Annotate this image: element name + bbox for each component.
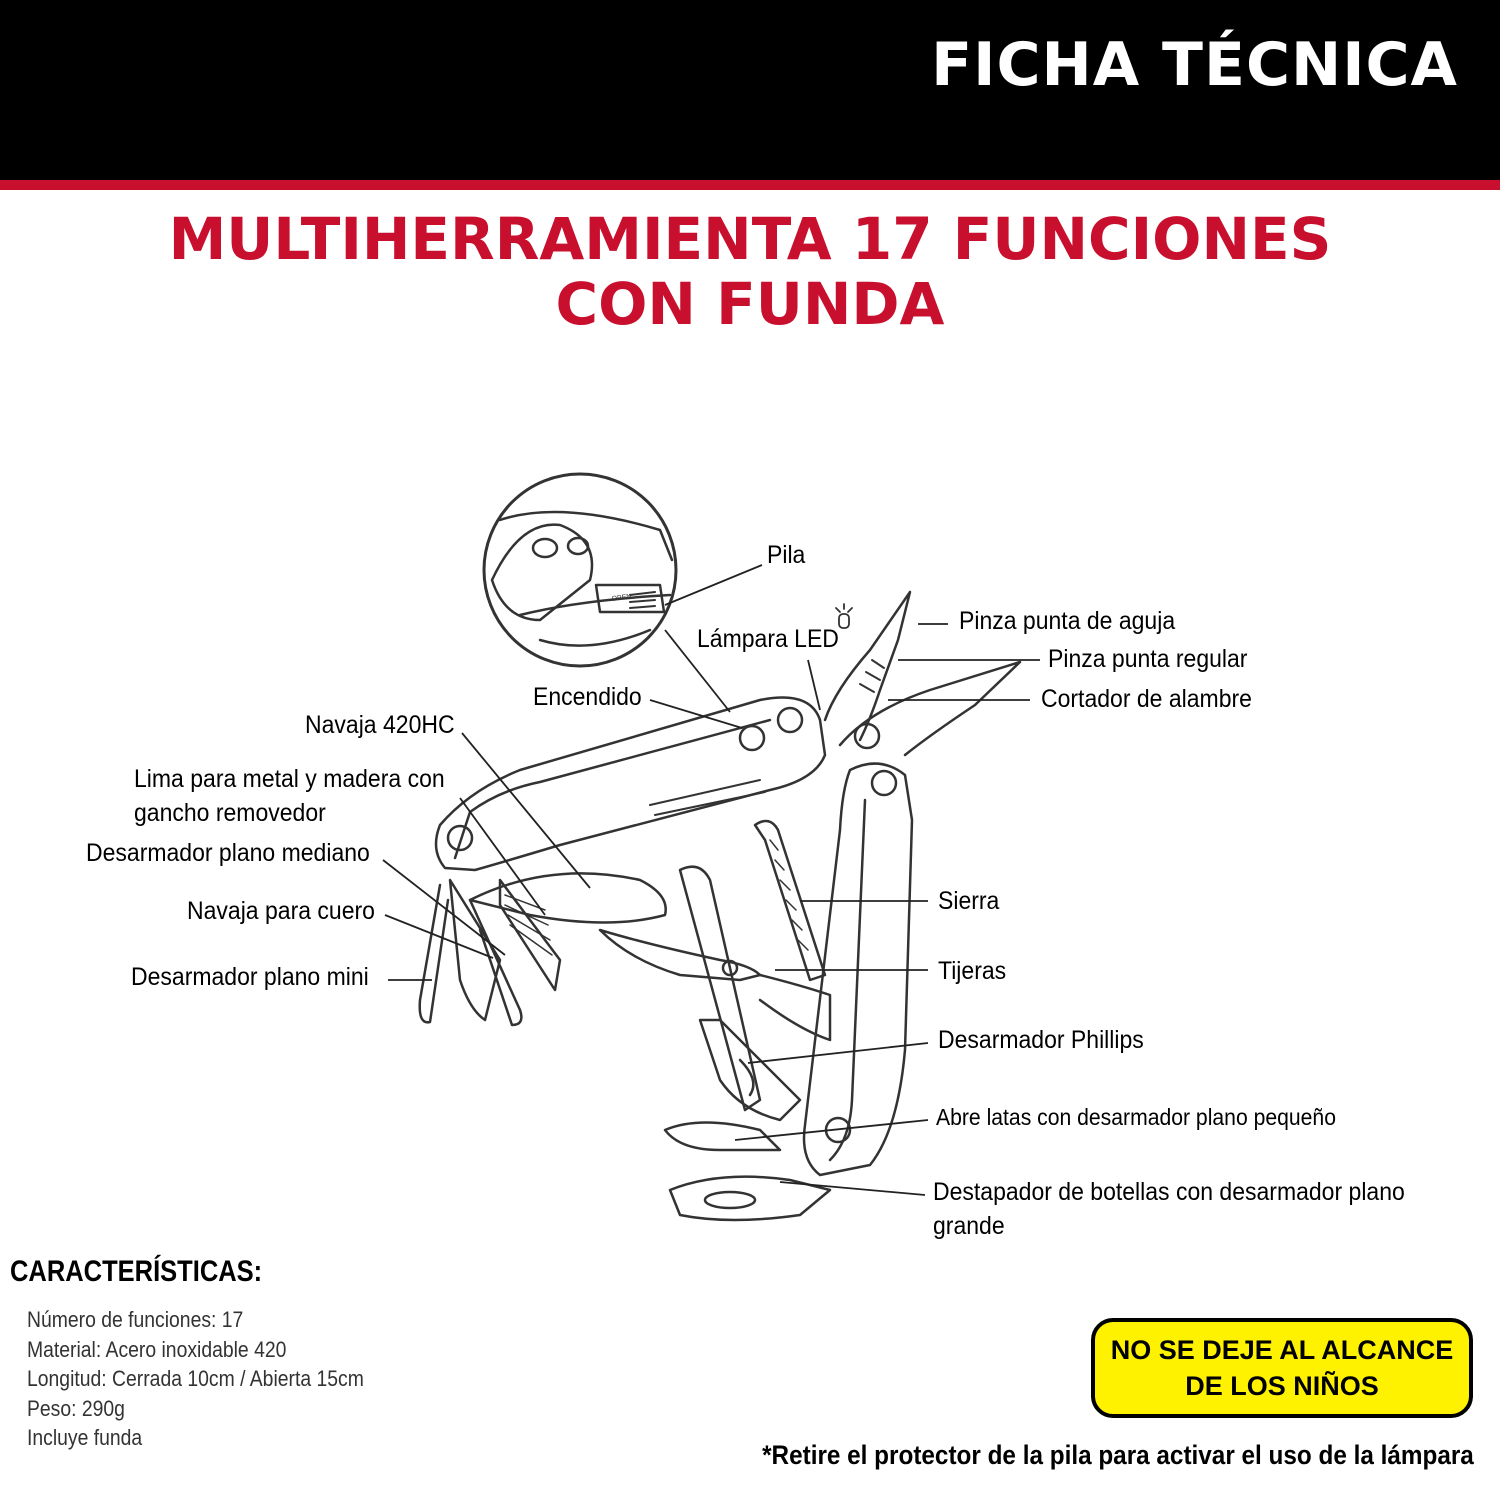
header-accent-stripe bbox=[0, 180, 1500, 190]
label-sierra: Sierra bbox=[938, 887, 1000, 915]
pliers-jaws bbox=[823, 590, 1022, 757]
label-cortador-alambre: Cortador de alambre bbox=[1041, 685, 1252, 713]
specs-list: Número de funciones: 17 Material: Acero … bbox=[27, 1305, 410, 1453]
product-title: MULTIHERRAMIENTA 17 FUNCIONES CON FUNDA bbox=[0, 207, 1500, 337]
warning-text-line2: DE LOS NIÑOS bbox=[1185, 1371, 1379, 1401]
top-handle bbox=[434, 696, 827, 872]
label-desarmador-plano-mediano: Desarmador plano mediano bbox=[86, 839, 370, 867]
label-abre-latas: Abre latas con desarmador plano pequeño bbox=[936, 1104, 1336, 1130]
leader-lines bbox=[382, 564, 1040, 1196]
label-lima-line2: gancho removedor bbox=[134, 799, 326, 827]
product-title-line1: MULTIHERRAMIENTA 17 FUNCIONES bbox=[168, 205, 1332, 273]
label-encendido: Encendido bbox=[533, 683, 642, 711]
label-lampara-led: Lámpara LED bbox=[697, 625, 839, 653]
product-title-line2: CON FUNDA bbox=[555, 270, 945, 338]
warning-text: NO SE DEJE AL ALCANCE DE LOS NIÑOS bbox=[1102, 1332, 1462, 1404]
label-desarmador-phillips: Desarmador Phillips bbox=[938, 1026, 1144, 1054]
battery-footnote: *Retire el protector de la pila para act… bbox=[762, 1440, 1474, 1470]
spec-item: Longitud: Cerrada 10cm / Abierta 15cm bbox=[27, 1366, 364, 1391]
warning-box: NO SE DEJE AL ALCANCE DE LOS NIÑOS bbox=[1091, 1318, 1473, 1418]
led-light-icon bbox=[835, 603, 853, 629]
label-lima-line1: Lima para metal y madera con bbox=[134, 765, 445, 793]
battery-cover-text: OPEN bbox=[611, 593, 632, 603]
label-navaja-420hc: Navaja 420HC bbox=[305, 711, 455, 739]
label-pinza-punta-aguja: Pinza punta de aguja bbox=[959, 607, 1176, 635]
warning-text-line1: NO SE DEJE AL ALCANCE bbox=[1110, 1335, 1454, 1365]
label-tijeras: Tijeras bbox=[938, 957, 1007, 985]
label-desarmador-plano-mini: Desarmador plano mini bbox=[131, 963, 369, 991]
spec-item: Número de funciones: 17 bbox=[27, 1307, 244, 1332]
specs-title: CARACTERÍSTICAS: bbox=[10, 1255, 263, 1288]
label-destapador-line2: grande bbox=[933, 1212, 1005, 1240]
label-destapador-line1: Destapador de botellas con desarmador pl… bbox=[933, 1178, 1405, 1206]
header-title: FICHA TÉCNICA bbox=[931, 30, 1458, 100]
fanned-tools bbox=[418, 819, 832, 1222]
spec-item: Peso: 290g bbox=[27, 1395, 125, 1421]
label-pinza-punta-regular: Pinza punta regular bbox=[1048, 645, 1248, 673]
header-bar bbox=[0, 0, 1500, 180]
label-pila: Pila bbox=[767, 541, 806, 569]
spec-item: Material: Acero inoxidable 420 bbox=[27, 1336, 287, 1362]
label-navaja-cuero: Navaja para cuero bbox=[187, 897, 375, 925]
battery-detail-magnifier bbox=[482, 472, 678, 668]
spec-item: Incluye funda bbox=[27, 1425, 143, 1450]
